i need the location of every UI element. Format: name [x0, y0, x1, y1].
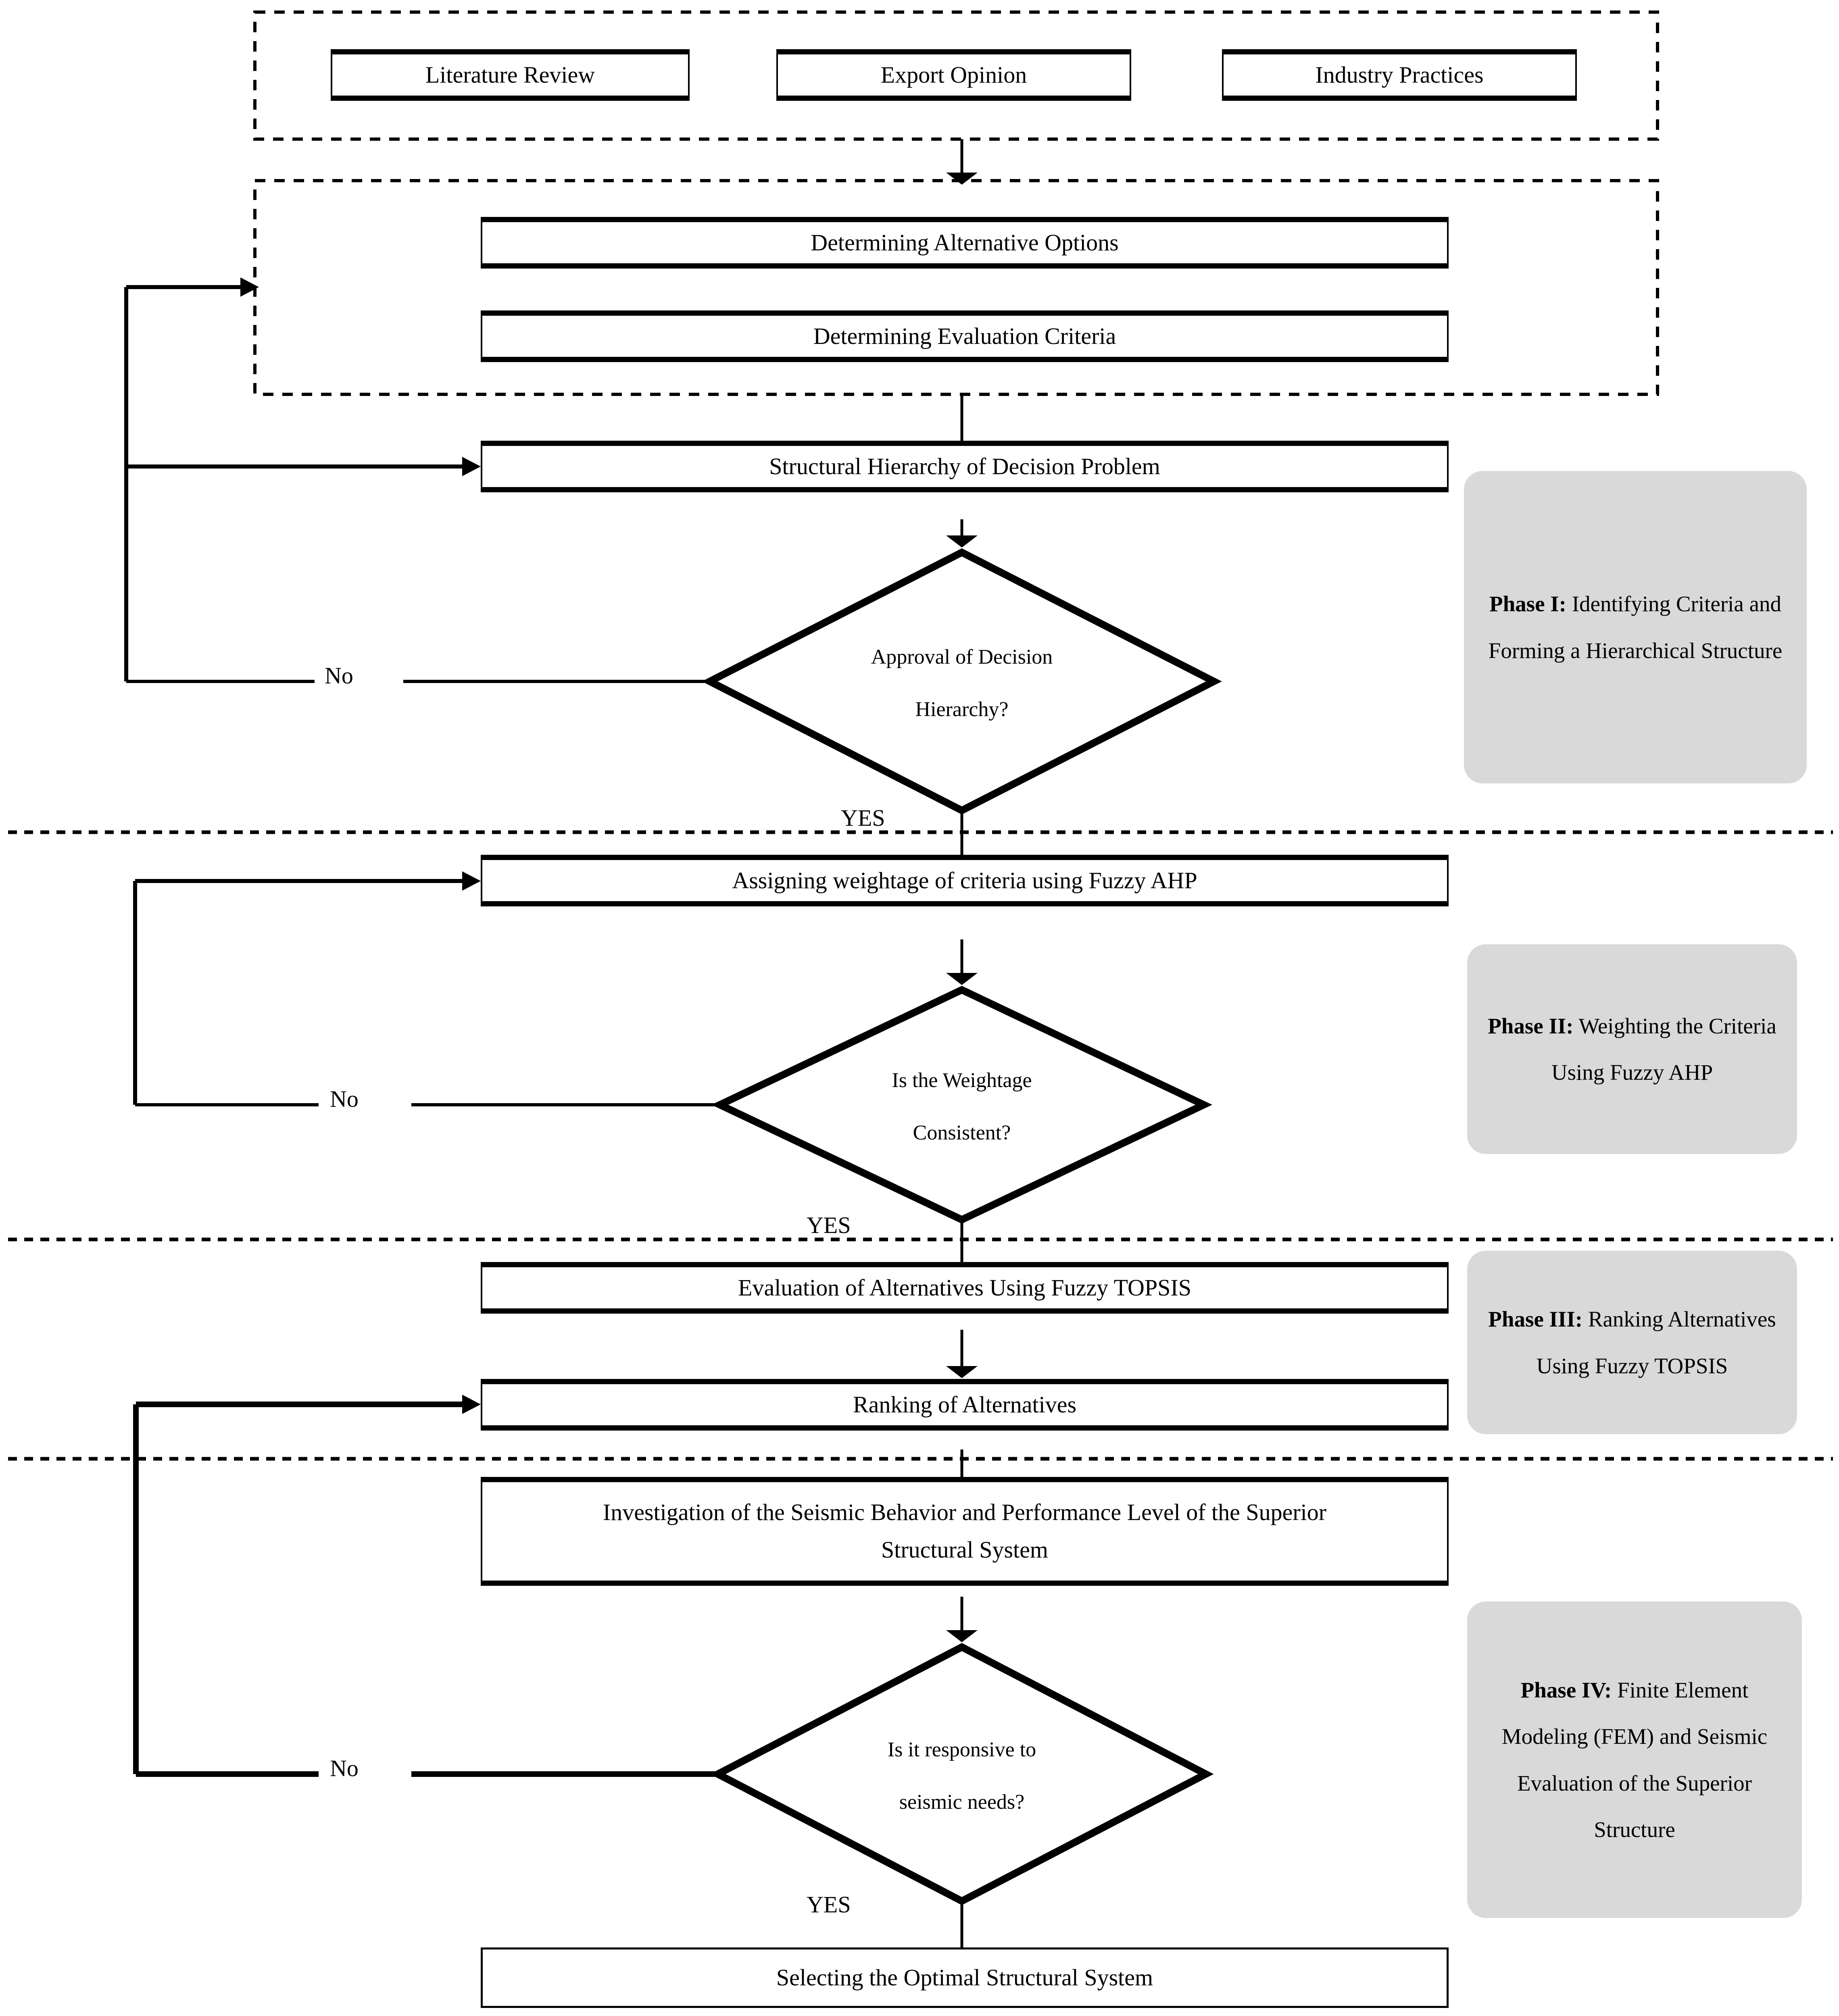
phase-chip-4-bold: Phase IV: — [1520, 1677, 1612, 1702]
phase-chip-1-text: Identifying Criteria and Forming a Hiera… — [1488, 591, 1783, 663]
decision-line-2: seismic needs? — [899, 1791, 1025, 1814]
input-label: Literature Review — [425, 62, 595, 88]
process-box-investigate-seismic[interactable]: Investigation of the Seismic Behavior an… — [481, 1477, 1449, 1586]
phase-chip-2-text: Weighting the Criteria Using Fuzzy AHP — [1551, 1013, 1776, 1085]
input-box-export-opinion[interactable]: Export Opinion — [776, 49, 1131, 101]
phase-chip-2: Phase II: Weighting the Criteria Using F… — [1467, 944, 1797, 1154]
edge-label-no-1: No — [325, 662, 353, 689]
step-box-determining-alternative-options[interactable]: Determining Alternative Options — [481, 217, 1449, 269]
inputs-group-border — [253, 10, 1659, 141]
process-box-evaluate-alternatives[interactable]: Evaluation of Alternatives Using Fuzzy T… — [481, 1262, 1449, 1314]
phase-chip-1: Phase I: Identifying Criteria and Formin… — [1464, 471, 1807, 783]
step-box-determining-evaluation-criteria[interactable]: Determining Evaluation Criteria — [481, 310, 1449, 362]
phase-chip-3: Phase III: Ranking Alternatives Using Fu… — [1467, 1251, 1797, 1434]
edge-label-yes-3: YES — [807, 1891, 851, 1918]
phase-chip-2-bold: Phase II: — [1488, 1013, 1574, 1038]
input-box-literature-review[interactable]: Literature Review — [331, 49, 690, 101]
phase-chip-3-bold: Phase III: — [1488, 1307, 1583, 1331]
process-label: Evaluation of Alternatives Using Fuzzy T… — [738, 1275, 1191, 1301]
process-label: Structural Hierarchy of Decision Problem — [769, 453, 1160, 480]
process-box-ranking-alternatives[interactable]: Ranking of Alternatives — [481, 1379, 1449, 1431]
decision-line-2: Consistent? — [913, 1121, 1011, 1144]
process-box-structural-hierarchy[interactable]: Structural Hierarchy of Decision Problem — [481, 441, 1449, 492]
decision-line-2: Hierarchy? — [915, 698, 1009, 721]
process-box-select-optimal[interactable]: Selecting the Optimal Structural System — [481, 1947, 1449, 2008]
setup-group-border — [253, 179, 1659, 396]
edge-label-yes-2: YES — [807, 1212, 851, 1238]
process-label-line-1: Investigation of the Seismic Behavior an… — [603, 1499, 1327, 1526]
input-label: Export Opinion — [880, 62, 1027, 88]
phase-chip-3-text: Ranking Alternatives Using Fuzzy TOPSIS — [1536, 1307, 1776, 1378]
step-label: Determining Evaluation Criteria — [813, 323, 1116, 350]
decision-label-weightage: Is the Weightage Consistent? — [760, 1052, 1163, 1161]
decision-label-seismic: Is it responsive to seismic needs? — [758, 1722, 1166, 1831]
phase-chip-4-text: Finite Element Modeling (FEM) and Seismi… — [1501, 1677, 1768, 1842]
phase-chip-4: Phase IV: Finite Element Modeling (FEM) … — [1467, 1602, 1802, 1918]
process-box-assign-weightage[interactable]: Assigning weightage of criteria using Fu… — [481, 855, 1449, 906]
input-label: Industry Practices — [1315, 62, 1484, 88]
edge-label-no-2: No — [330, 1086, 359, 1112]
step-label: Determining Alternative Options — [811, 229, 1119, 256]
decision-label-approval: Approval of Decision Hierarchy? — [750, 629, 1174, 738]
decision-line-1: Approval of Decision — [871, 646, 1053, 669]
process-label: Selecting the Optimal Structural System — [776, 1964, 1153, 1991]
edge-label-yes-1: YES — [841, 805, 885, 831]
process-label-line-2: Structural System — [881, 1537, 1048, 1563]
phase-chip-1-bold: Phase I: — [1489, 591, 1566, 616]
process-label: Ranking of Alternatives — [853, 1391, 1077, 1418]
edge-label-no-3: No — [330, 1755, 359, 1781]
decision-line-1: Is it responsive to — [887, 1738, 1036, 1761]
process-label: Assigning weightage of criteria using Fu… — [732, 867, 1197, 894]
decision-line-1: Is the Weightage — [892, 1069, 1032, 1092]
input-box-industry-practices[interactable]: Industry Practices — [1222, 49, 1577, 101]
